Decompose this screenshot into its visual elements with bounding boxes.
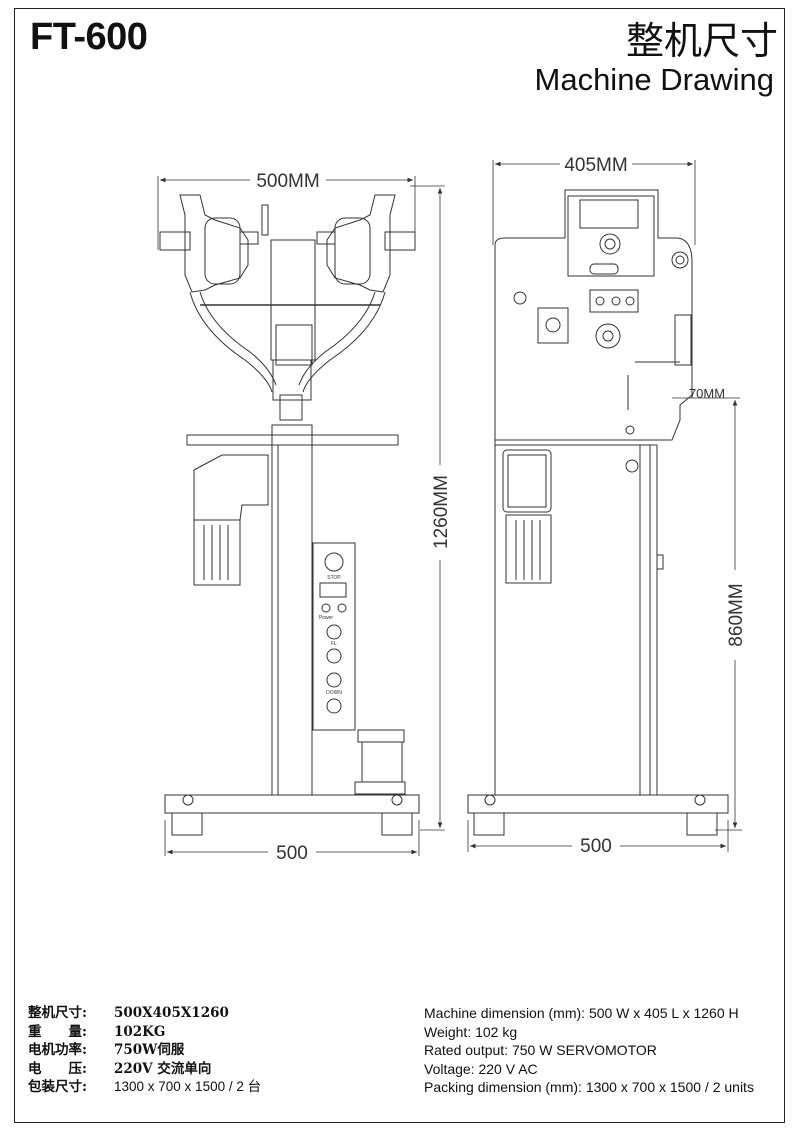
spec-value: 102KG: [114, 1023, 166, 1040]
spec-label: 重 量:: [28, 1023, 87, 1040]
spec-line: Voltage: 220 V AC: [424, 1060, 538, 1077]
front-base-label: 500: [276, 843, 308, 864]
down-label: DOWN: [326, 690, 342, 696]
total-height-label: 1260MM: [431, 475, 452, 549]
spec-label: 电 压:: [28, 1060, 87, 1077]
spec-label: 电机功率:: [28, 1042, 87, 1059]
spec-line: Machine dimension (mm): 500 W x 405 L x …: [424, 1005, 739, 1021]
front-width-label: 500MM: [256, 171, 319, 192]
spec-row: 整机尺寸: 500X405X1260: [28, 1004, 261, 1023]
spec-line: Packing dimension (mm): 1300 x 700 x 150…: [424, 1079, 754, 1096]
side-base-label: 500: [580, 836, 612, 857]
power-label: Power: [319, 615, 334, 621]
front-view: [157, 176, 445, 856]
specs-english: Machine dimension (mm): 500 W x 405 L x …: [424, 1004, 754, 1097]
spec-value: 750W伺服: [114, 1042, 185, 1059]
spec-row: 包装尺寸: 1300 x 700 x 1500 / 2 台: [28, 1078, 261, 1097]
side-view: [467, 160, 742, 852]
spec-row: 电 压: 220V 交流单向: [28, 1060, 261, 1079]
title-english: Machine Drawing: [534, 62, 775, 97]
offset-label: 70MM: [689, 386, 725, 401]
stop-label: STOP: [327, 575, 341, 581]
side-depth-label: 405MM: [564, 155, 627, 176]
spec-value: 1300 x 700 x 1500 / 2 台: [114, 1079, 262, 1095]
title-chinese: 整机尺寸: [625, 19, 778, 63]
spec-row: 重 量: 102KG: [28, 1023, 261, 1042]
table-height-label: 860MM: [726, 583, 747, 646]
spec-row: 电机功率: 750W伺服: [28, 1041, 261, 1060]
spec-line: Rated output: 750 W SERVOMOTOR: [424, 1042, 657, 1059]
fl-label: FL: [331, 641, 337, 647]
model-number: FT-600: [30, 16, 148, 58]
specs-chinese: 整机尺寸:500X405X1260 重 量:102KG 电机功率:750W伺服 …: [28, 1004, 261, 1097]
drawing-frame: [14, 8, 785, 1123]
spec-label: 整机尺寸:: [28, 1005, 87, 1021]
spec-label: 包装尺寸:: [28, 1079, 87, 1096]
spec-value: 500X405X1260: [114, 1005, 229, 1021]
spec-value: 220V 交流单向: [114, 1060, 212, 1077]
spec-line: Weight: 102 kg: [424, 1023, 518, 1040]
